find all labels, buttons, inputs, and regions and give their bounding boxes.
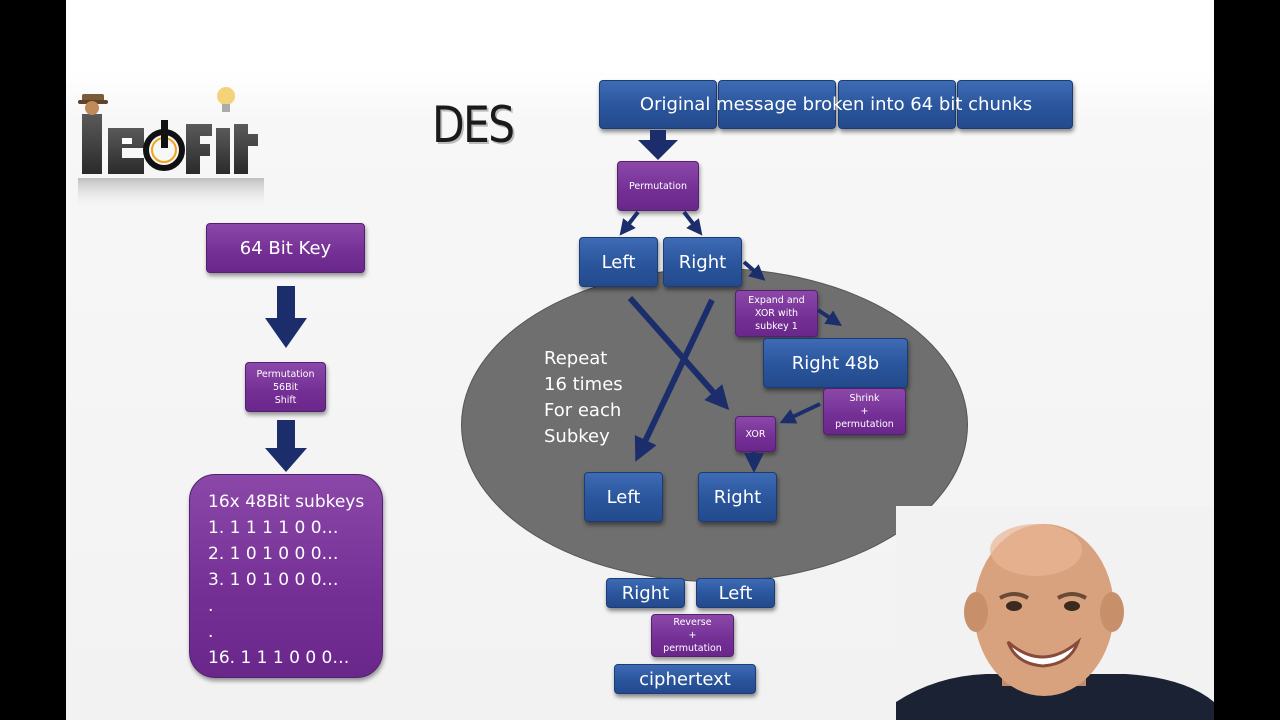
ciphertext: ciphertext bbox=[614, 664, 756, 694]
expand-line-3: subkey 1 bbox=[755, 321, 798, 332]
subkeys-box: 16x 48Bit subkeys 1. 1 1 1 1 0 0… 2. 1 0… bbox=[189, 474, 383, 678]
message-chunk-2 bbox=[718, 80, 836, 129]
subkey-line: . bbox=[208, 596, 214, 616]
shrink-line-1: Shrink bbox=[849, 393, 880, 404]
key-permutation: Permutation 56Bit Shift bbox=[245, 362, 326, 412]
right-half: Right bbox=[663, 237, 742, 287]
final-right: Right bbox=[606, 578, 685, 608]
key-perm-line-3: Shift bbox=[274, 394, 297, 406]
reverse-permutation: Reverse + permutation bbox=[651, 614, 734, 657]
shrink-line-3: permutation bbox=[835, 419, 894, 430]
arrow-right-expand bbox=[742, 260, 766, 281]
arrow-perm-left bbox=[619, 210, 640, 236]
subkey-line: 1. 1 1 1 1 0 0… bbox=[208, 518, 339, 538]
right-out: Right bbox=[698, 472, 777, 522]
repeat-line-1: Repeat bbox=[544, 348, 608, 369]
arrow-left-xor bbox=[627, 296, 730, 411]
expand-line-1: Expand and bbox=[748, 295, 805, 306]
key-64bit: 64 Bit Key bbox=[206, 223, 365, 273]
expand-xor-box: Expand and XOR with subkey 1 bbox=[735, 290, 818, 337]
subkeys-title: 16x 48Bit subkeys bbox=[208, 492, 365, 512]
message-chunk-1 bbox=[599, 80, 717, 129]
expand-line-2: XOR with bbox=[754, 308, 799, 319]
initial-permutation: Permutation bbox=[617, 161, 699, 211]
key-perm-line-1: Permutation bbox=[256, 368, 315, 380]
reverse-line-3: permutation bbox=[663, 643, 722, 654]
subkey-line: . bbox=[208, 622, 214, 642]
arrow-permutation-subkeys bbox=[265, 420, 307, 472]
subkey-line: 16. 1 1 1 0 0 0… bbox=[208, 648, 350, 668]
arrow-shrink-xor bbox=[779, 402, 821, 424]
shrink-line-2: + bbox=[860, 406, 869, 417]
arrow-expand-right48 bbox=[816, 308, 842, 326]
message-chunk-3 bbox=[838, 80, 956, 129]
repeat-line-3: For each bbox=[544, 400, 622, 421]
presenter-webcam bbox=[896, 506, 1214, 720]
right-48b: Right 48b bbox=[763, 338, 908, 388]
reverse-line-2: + bbox=[688, 630, 697, 641]
slide-title: DES bbox=[432, 96, 515, 154]
key-perm-line-2: 56Bit bbox=[273, 381, 298, 393]
left-half: Left bbox=[579, 237, 658, 287]
subkey-line: 2. 1 0 1 0 0 0… bbox=[208, 544, 339, 564]
repeat-line-4: Subkey bbox=[544, 426, 610, 447]
ieofit-logo bbox=[78, 87, 264, 212]
final-left: Left bbox=[696, 578, 775, 608]
arrow-message-permutation bbox=[638, 130, 678, 160]
message-chunk-4 bbox=[957, 80, 1073, 129]
left-out: Left bbox=[584, 472, 663, 522]
reverse-line-1: Reverse bbox=[673, 617, 712, 628]
subkey-line: 3. 1 0 1 0 0 0… bbox=[208, 570, 339, 590]
message-label: Original message broken into 64 bit chun… bbox=[639, 94, 1033, 115]
arrow-key-permutation bbox=[265, 286, 307, 348]
repeat-line-2: 16 times bbox=[544, 374, 623, 395]
arrow-perm-right bbox=[682, 210, 703, 236]
arrow-right-leftout bbox=[634, 298, 715, 462]
shrink-box: Shrink + permutation bbox=[823, 388, 906, 435]
xor-box: XOR bbox=[735, 416, 776, 452]
repeat-note: Repeat 16 times For each Subkey bbox=[544, 346, 623, 450]
